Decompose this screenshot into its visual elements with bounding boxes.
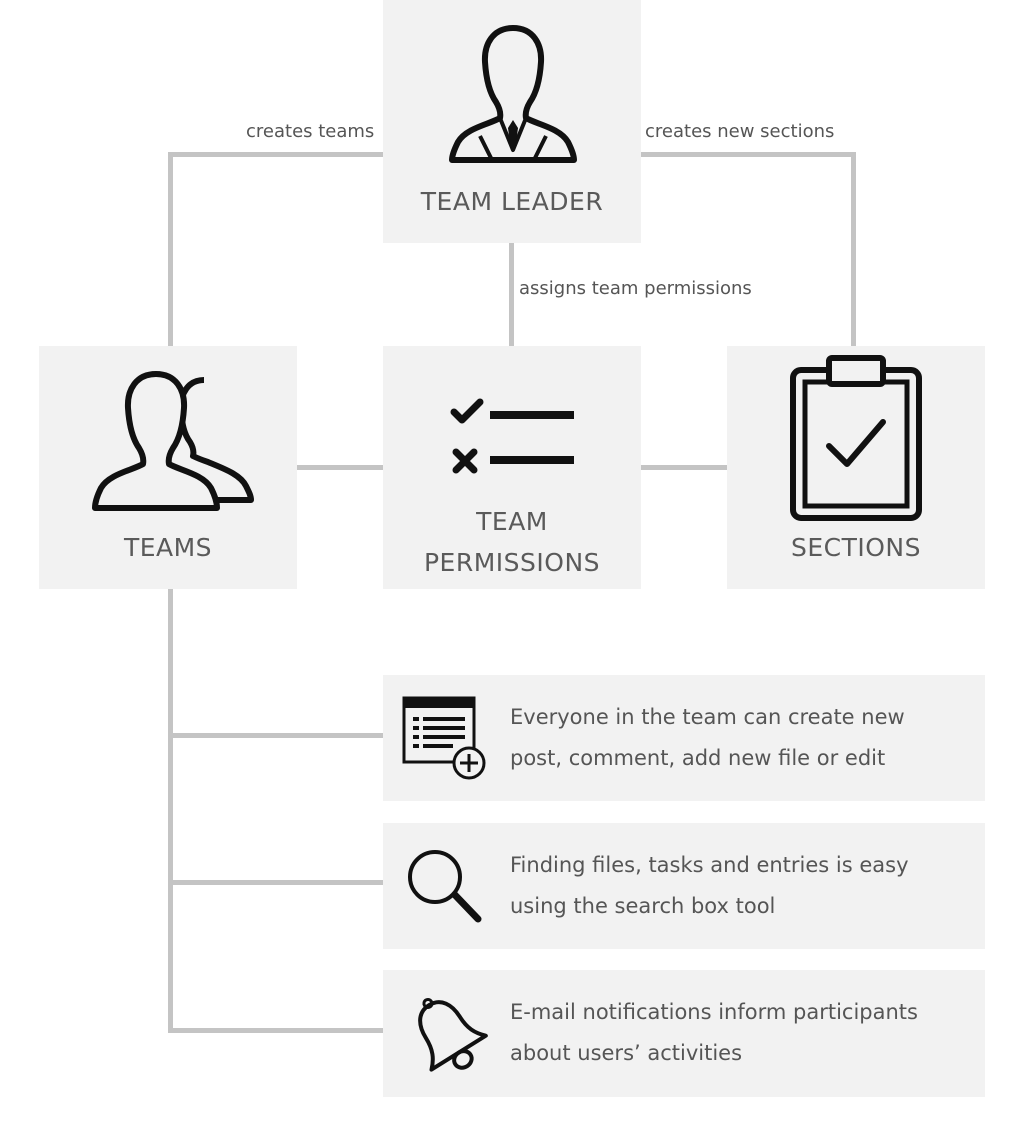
connector-teams-to-permissions — [297, 465, 384, 470]
connector-leader-to-teams-h — [168, 152, 384, 157]
connector-feature-3 — [168, 1028, 384, 1033]
connector-leader-to-sections-h — [640, 152, 856, 157]
connector-leader-to-permissions — [509, 242, 514, 347]
team-leader-node: TEAM LEADER — [383, 0, 641, 243]
edge-label-creates-teams: creates teams — [246, 121, 375, 142]
feature-text-create-line2: post, comment, add new file or edit — [510, 746, 886, 770]
sections-title: SECTIONS — [790, 533, 921, 562]
connector-feature-2 — [168, 880, 384, 885]
feature-text-search-line2: using the search box tool — [510, 894, 776, 918]
search-icon — [405, 847, 485, 927]
connector-permissions-to-sections — [640, 465, 727, 470]
connector-leader-to-teams-v — [168, 152, 173, 347]
team-leader-title: TEAM LEADER — [420, 187, 604, 216]
connector-teams-trunk — [168, 589, 173, 1033]
edge-label-assigns-permissions: assigns team permissions — [519, 278, 752, 299]
feature-card-create: Everyone in the team can create new post… — [383, 675, 985, 801]
edge-label-creates-sections: creates new sections — [645, 121, 835, 142]
checklist-icon — [450, 398, 578, 478]
feature-text-notifications-line2: about users’ activities — [510, 1041, 743, 1065]
users-icon — [84, 370, 254, 515]
feature-card-search: Finding files, tasks and entries is easy… — [383, 823, 985, 949]
teams-title: TEAMS — [123, 533, 213, 562]
clipboard-check-icon — [789, 354, 923, 524]
feature-text-create: Everyone in the team can create new post… — [510, 697, 970, 779]
team-permissions-node: TEAM PERMISSIONS — [383, 346, 641, 589]
connector-leader-to-sections-v — [851, 152, 856, 347]
teams-node: TEAMS — [39, 346, 297, 589]
add-document-icon — [401, 695, 491, 781]
team-permissions-title-line1: TEAM — [476, 507, 548, 536]
connector-feature-1 — [168, 733, 384, 738]
feature-text-notifications-line1: E-mail notifications inform participants — [510, 1000, 918, 1024]
feature-text-create-line1: Everyone in the team can create new — [510, 705, 905, 729]
user-icon — [444, 20, 582, 165]
feature-text-search-line1: Finding files, tasks and entries is easy — [510, 853, 909, 877]
feature-text-search: Finding files, tasks and entries is easy… — [510, 845, 970, 927]
bell-icon — [405, 992, 489, 1078]
feature-card-notifications: E-mail notifications inform participants… — [383, 970, 985, 1097]
team-permissions-title-line2: PERMISSIONS — [423, 548, 601, 577]
feature-text-notifications: E-mail notifications inform participants… — [510, 992, 970, 1074]
sections-node: SECTIONS — [727, 346, 985, 589]
